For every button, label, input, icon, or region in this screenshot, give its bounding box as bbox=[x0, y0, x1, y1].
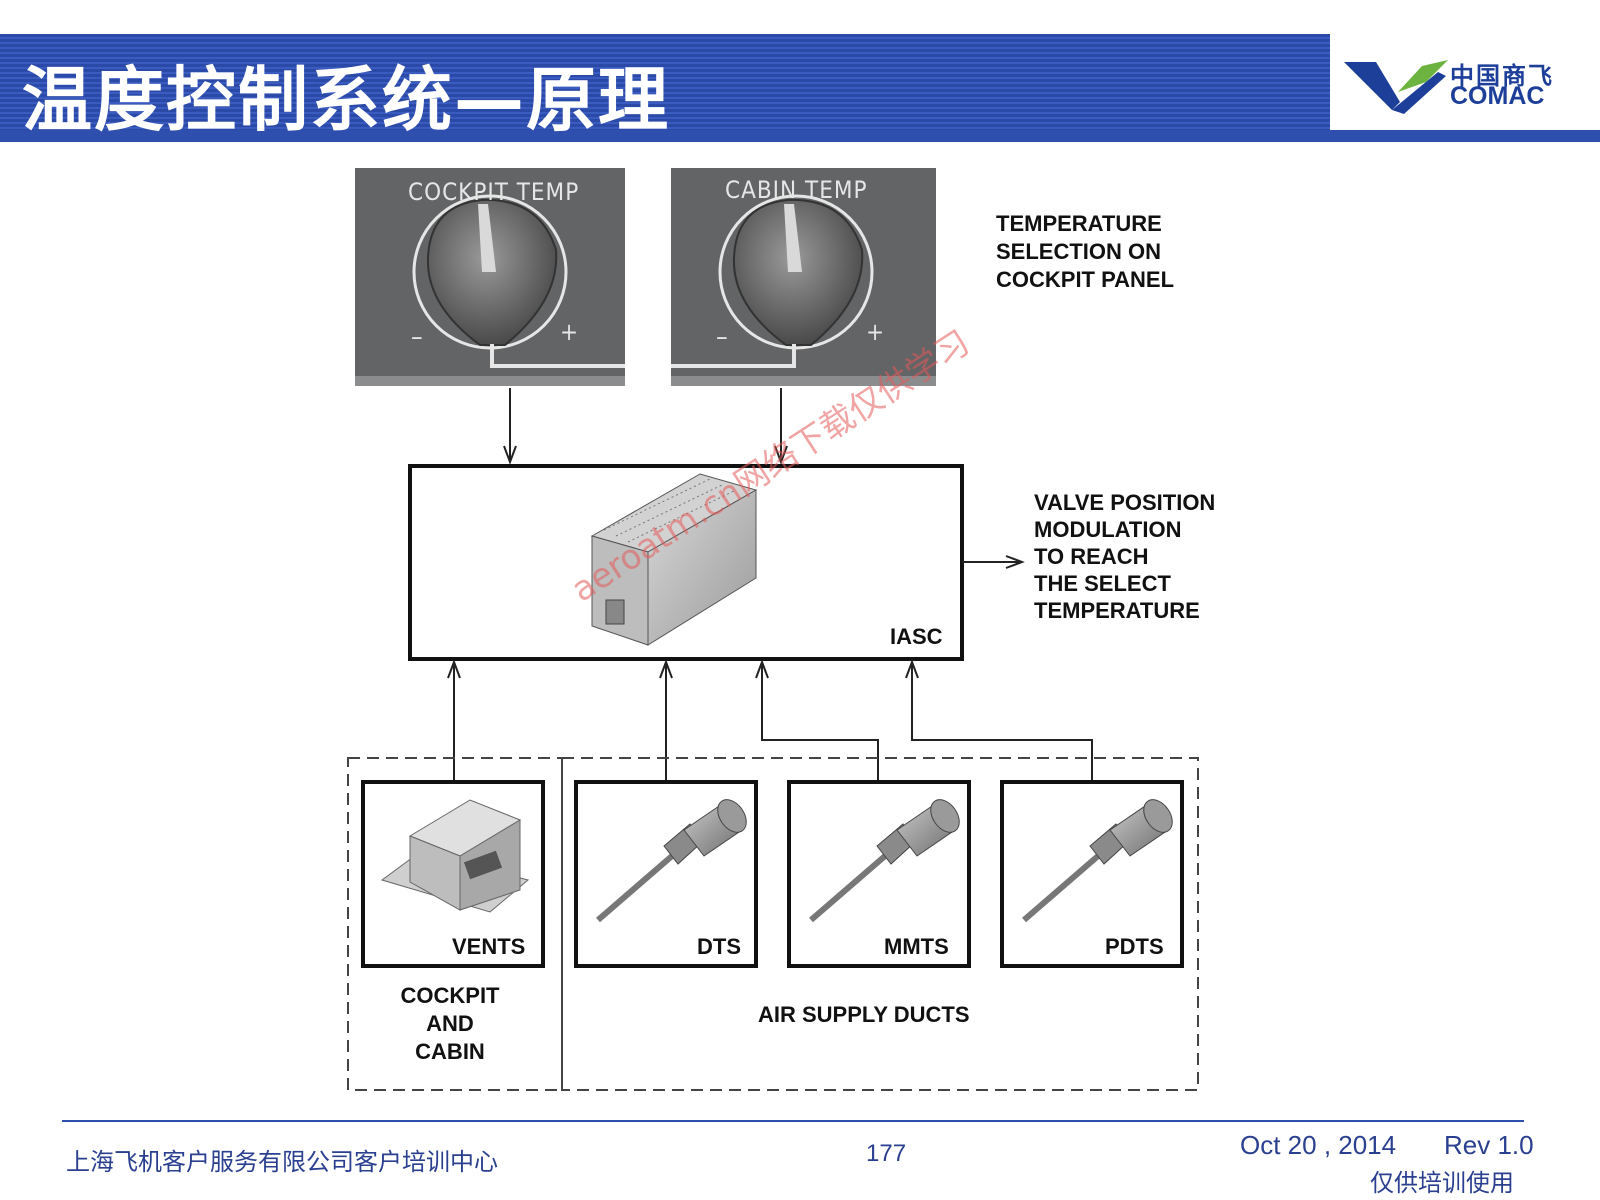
logo-english-text: COMAC bbox=[1450, 82, 1545, 110]
panel-note-line: SELECTION ON bbox=[996, 239, 1162, 264]
footer-training-note: 仅供培训使用 bbox=[1370, 1169, 1514, 1197]
group-air-supply-ducts bbox=[561, 757, 1199, 1091]
header-underline bbox=[0, 130, 1600, 142]
cabin-temp-panel bbox=[671, 168, 936, 386]
mmts-label: MMTS bbox=[884, 934, 949, 959]
air-supply-ducts-label: AIR SUPPLY DUCTS bbox=[758, 1002, 970, 1027]
dts-label: DTS bbox=[697, 934, 741, 959]
cockpit-temp-label: COCKPIT TEMP bbox=[408, 178, 580, 206]
logo-chinese-text: 中国商飞 bbox=[1450, 62, 1554, 90]
group-label-line: AND bbox=[426, 1011, 474, 1036]
output-note: VALVE POSITION MODULATION TO REACH THE S… bbox=[1034, 489, 1215, 624]
mmts-sensor-box bbox=[787, 780, 971, 968]
output-note-line: THE SELECT bbox=[1034, 571, 1171, 596]
iasc-label: IASC bbox=[890, 624, 943, 649]
panel-note-line: COCKPIT PANEL bbox=[996, 267, 1175, 292]
comac-wing-icon bbox=[1344, 60, 1448, 114]
footer-organization: 上海飞机客户服务有限公司客户培训中心 bbox=[66, 1148, 498, 1176]
output-note-line: TEMPERATURE bbox=[1034, 598, 1200, 623]
cockpit-temp-knob[interactable] bbox=[426, 198, 558, 346]
footer-page-number: 177 bbox=[866, 1140, 907, 1167]
footer-date: Oct 20 , 2014 bbox=[1240, 1130, 1397, 1160]
slide-title: 温度控制系统—原理 bbox=[22, 59, 670, 141]
header-band bbox=[0, 34, 1330, 140]
cockpit-temp-panel bbox=[355, 168, 625, 386]
line-mmts-to-iasc bbox=[761, 662, 879, 782]
group-label-line: COCKPIT bbox=[400, 983, 500, 1008]
footer-divider bbox=[62, 1120, 1524, 1122]
pdts-sensor-icon bbox=[1022, 799, 1173, 923]
group-label-line: CABIN bbox=[415, 1039, 485, 1064]
comac-logo: 中国商飞 COMAC bbox=[1342, 52, 1582, 122]
cabin-plus-label: + bbox=[866, 318, 886, 346]
line-pdts-to-iasc bbox=[911, 662, 1093, 782]
cockpit-cabin-group-label: COCKPIT AND CABIN bbox=[390, 982, 510, 1066]
pdts-label: PDTS bbox=[1105, 934, 1164, 959]
cabin-temp-label: CABIN TEMP bbox=[725, 176, 868, 204]
vents-sensor-icon bbox=[380, 799, 530, 913]
cabin-minus-label: – bbox=[716, 322, 729, 352]
cabin-temp-knob[interactable] bbox=[732, 198, 864, 346]
cockpit-minus-label: – bbox=[411, 322, 424, 352]
panel-note-line: TEMPERATURE bbox=[996, 211, 1162, 236]
mmts-sensor-icon bbox=[809, 799, 960, 923]
output-note-line: TO REACH bbox=[1034, 544, 1149, 569]
dts-sensor-icon bbox=[596, 799, 747, 923]
output-note-line: VALVE POSITION bbox=[1034, 490, 1216, 515]
vents-label: VENTS bbox=[452, 934, 526, 959]
panel-note: TEMPERATURE SELECTION ON COCKPIT PANEL bbox=[996, 210, 1174, 294]
cockpit-plus-label: + bbox=[560, 318, 580, 346]
arrow-iasc-output bbox=[962, 555, 1025, 569]
footer-revision: Rev 1.0 bbox=[1444, 1130, 1534, 1160]
output-note-line: MODULATION bbox=[1034, 517, 1182, 542]
iasc-unit-icon bbox=[590, 473, 758, 646]
